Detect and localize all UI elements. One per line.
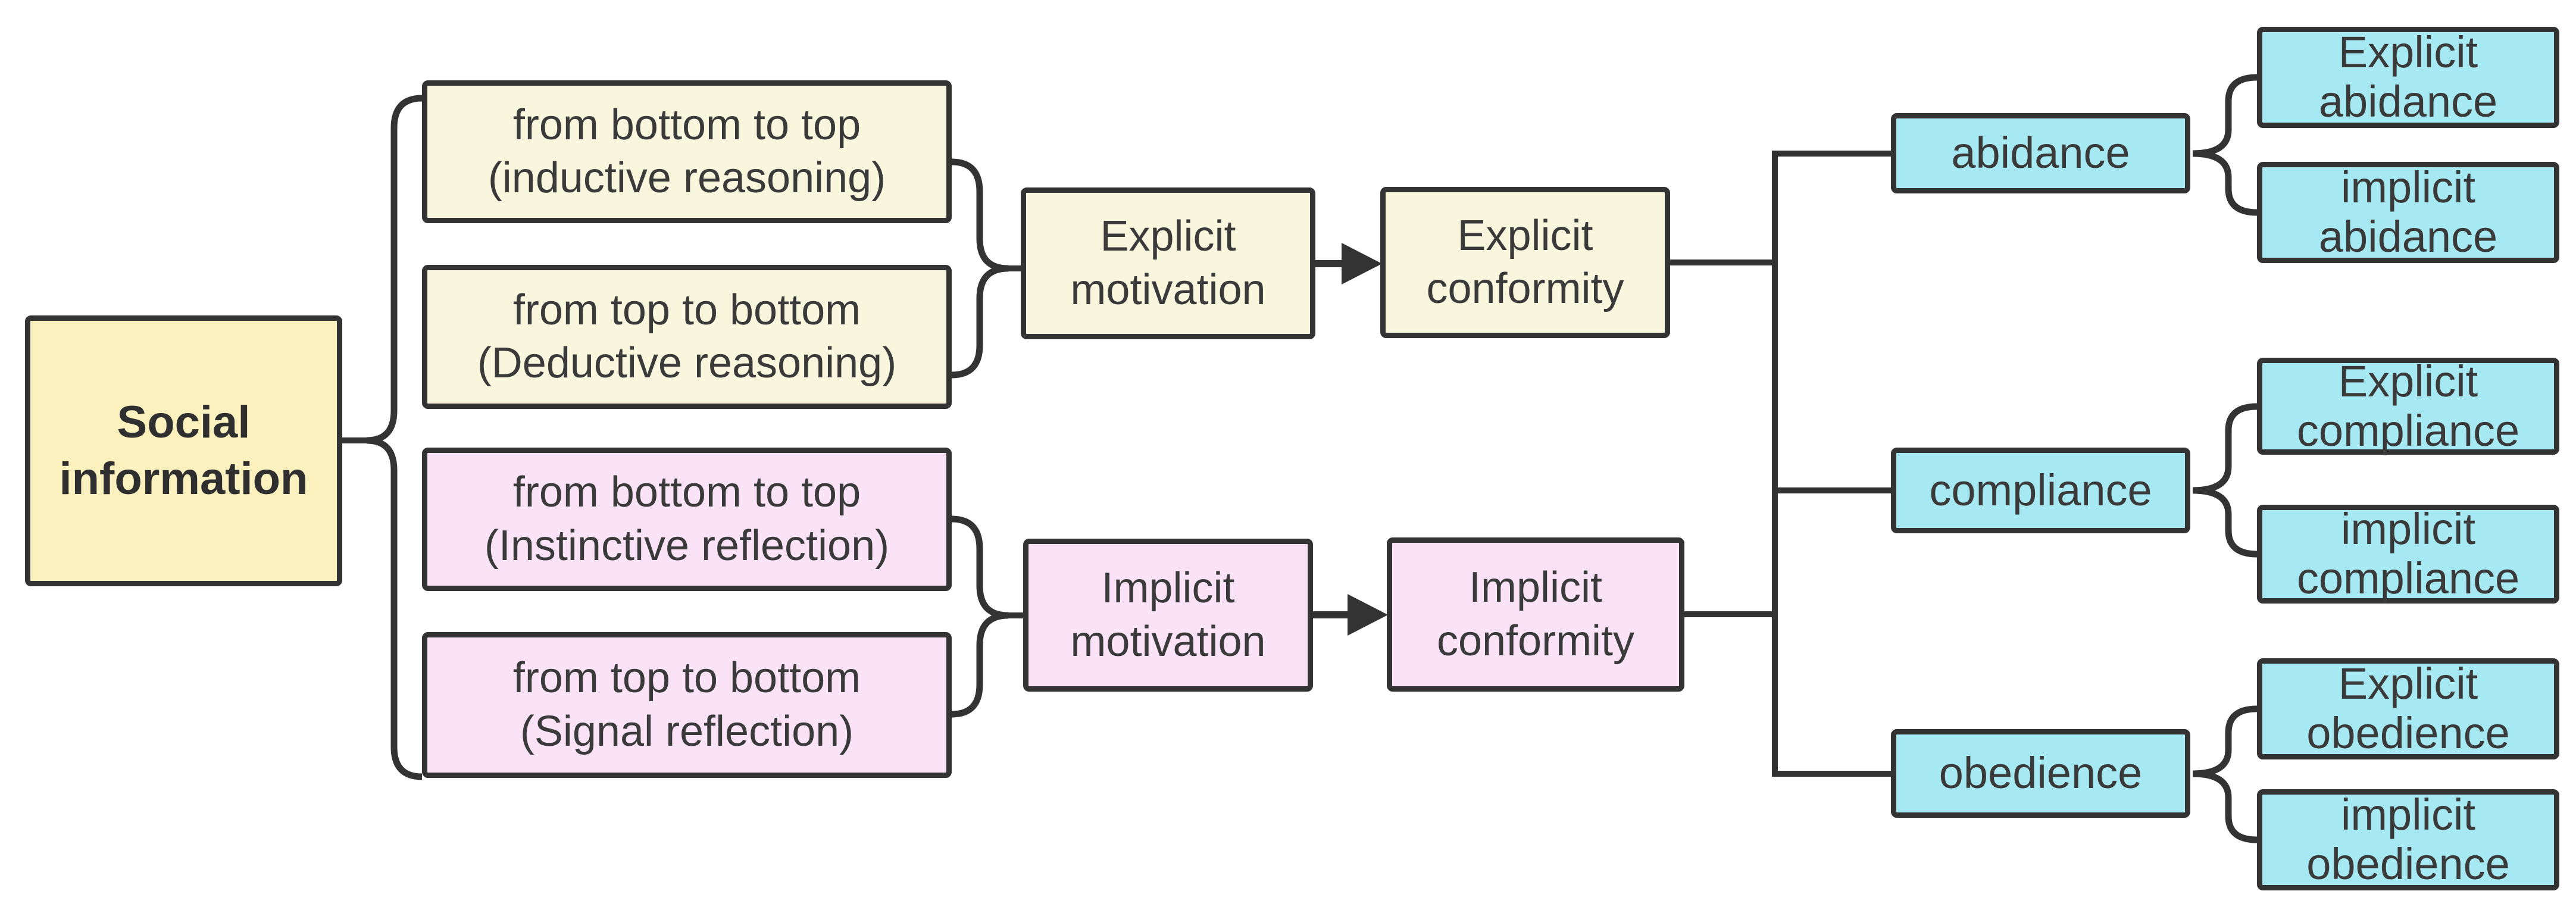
node-explicit-motivation: Explicit motivation (1021, 187, 1315, 339)
node-label-line: Explicit (1457, 211, 1593, 260)
node-label-line: abidance (2318, 77, 2498, 126)
node-label-line: Explicit (2338, 356, 2478, 406)
brace-abidance (2192, 74, 2258, 216)
node-obedience: obedience (1891, 729, 2190, 818)
node-label-line: (inductive reasoning) (487, 154, 886, 202)
node-label-line: implicit (2340, 790, 2476, 840)
node-label-line: conformity (1426, 265, 1624, 312)
node-explicit-conformity: Explicit conformity (1380, 187, 1670, 338)
node-label-line: obedience (2306, 708, 2510, 758)
node-implicit-obedience: implicit obedience (2257, 789, 2559, 890)
node-compliance: compliance (1891, 448, 2190, 533)
node-label-line: from bottom to top (512, 101, 861, 149)
node-label-line: Implicit (1101, 564, 1235, 612)
node-label-line: Implicit (1468, 564, 1602, 612)
node-label-line: motivation (1070, 617, 1266, 665)
node-label-line: Explicit (1100, 212, 1236, 261)
node-implicit-conformity: Implicit conformity (1387, 537, 1684, 692)
node-label-line: compliance (2296, 405, 2520, 455)
node-label-line: (Instinctive reflection) (484, 521, 890, 570)
node-label-line: (Deductive reasoning) (477, 339, 897, 387)
node-label-line: information (59, 453, 308, 504)
node-implicit-motivation: Implicit motivation (1023, 539, 1313, 692)
node-instinctive-reflection: from bottom to top (Instinctive reflecti… (422, 448, 952, 591)
node-label-line: implicit (2340, 504, 2476, 554)
node-label-line: conformity (1436, 617, 1635, 665)
brace-compliance (2192, 403, 2258, 558)
node-label-line: Explicit (2338, 659, 2478, 709)
node-label-line: Explicit (2338, 27, 2478, 77)
arrow-implicit-head (1348, 594, 1388, 636)
arrow-explicit-head (1342, 243, 1382, 285)
brace-explicit-pair (951, 158, 1009, 379)
node-implicit-compliance: implicit compliance (2257, 504, 2559, 604)
node-label-line: from top to bottom (512, 286, 861, 334)
brace-obedience (2192, 705, 2258, 843)
node-label-line: (Signal reflection) (520, 707, 854, 755)
node-label-line: obedience (1939, 748, 2143, 798)
node-explicit-compliance: Explicit compliance (2257, 356, 2559, 455)
node-label-line: motivation (1070, 265, 1266, 314)
node-label-line: implicit (2340, 162, 2476, 212)
node-abidance: abidance (1891, 113, 2190, 193)
node-label-line: compliance (1929, 465, 2152, 515)
brace-social-group (366, 95, 423, 780)
node-label-line: abidance (2318, 212, 2498, 261)
trunk-and-branches (1772, 151, 1891, 777)
node-label-line: from top to bottom (512, 654, 861, 702)
node-label-line: obedience (2306, 839, 2510, 889)
node-signal-reflection: from top to bottom (Signal reflection) (422, 632, 952, 778)
brace-implicit-pair (951, 515, 1009, 718)
node-implicit-abidance: implicit abidance (2257, 162, 2559, 263)
node-deductive-reasoning: from top to bottom (Deductive reasoning) (422, 265, 952, 409)
node-social-information: Social information (25, 315, 342, 586)
node-label-line: Social (117, 397, 251, 448)
node-explicit-obedience: Explicit obedience (2257, 658, 2559, 759)
node-explicit-abidance: Explicit abidance (2257, 27, 2559, 128)
node-label-line: abidance (1951, 128, 2130, 178)
node-label-line: compliance (2296, 554, 2520, 603)
node-label-line: from bottom to top (512, 468, 861, 517)
node-inductive-reasoning: from bottom to top (inductive reasoning) (422, 80, 952, 223)
